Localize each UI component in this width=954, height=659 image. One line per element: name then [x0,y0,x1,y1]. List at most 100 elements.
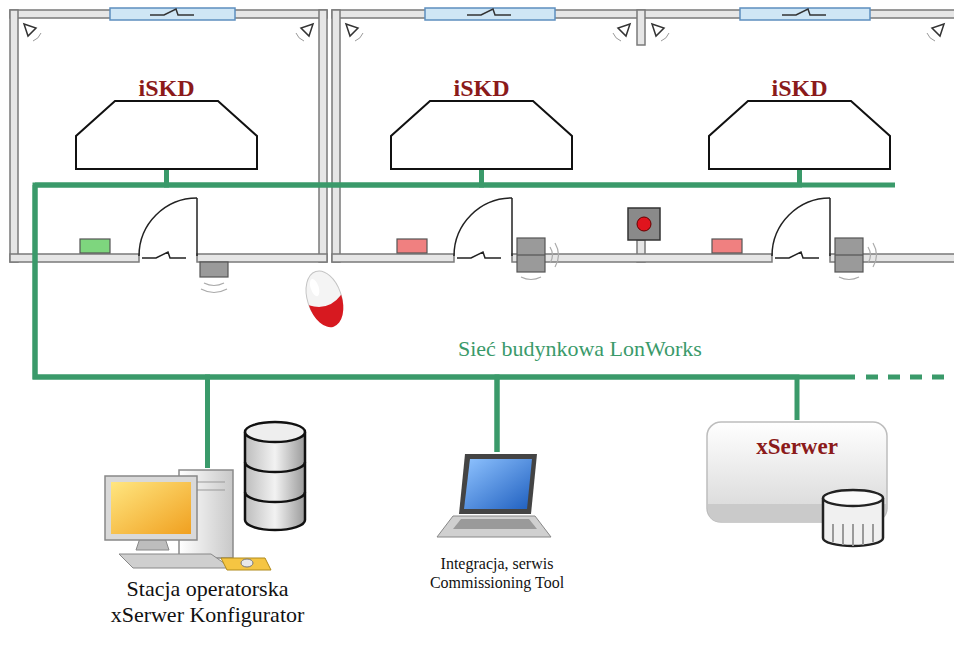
alarm-button [628,208,660,240]
motion-sensor [24,24,944,41]
door-lock [201,289,227,293]
database-icon [245,492,305,502]
laptop-node: Integracja, serwis Commissioning Tool [417,452,577,592]
controller-node: iSKD [390,76,573,170]
motion-sensor [24,24,36,36]
window [782,9,826,15]
laptop-icon [437,516,551,537]
door [775,252,819,258]
controller-outline [391,101,572,169]
siren [300,266,350,332]
device-caption: Stacja operatorska xSerwer Konfigurator [95,576,320,627]
controller-outline [75,100,258,170]
card-reader [397,239,427,253]
server-box [862,524,864,545]
laptop-icon [464,459,532,509]
motion-sensor [927,33,935,41]
network-bus [866,375,954,380]
window [425,8,555,20]
window [740,8,870,20]
siren [309,295,350,332]
network-label: Sieć budynkowa LonWorks [458,336,702,362]
door-lock [555,243,559,267]
network-link [35,170,208,468]
door [511,198,513,256]
network-bus [35,185,855,377]
door-lock [200,238,877,293]
motion-sensor [24,24,41,41]
door-lock [873,243,877,267]
motion-sensor [355,33,363,41]
door-lock [200,262,228,277]
device-name: xSerwer [705,420,889,460]
database-icon [245,462,305,472]
door-lock [839,277,859,280]
laptop-icon [453,519,537,529]
motion-sensor [932,24,944,36]
database-icon [245,422,305,530]
server-box [833,524,873,546]
server-box [872,524,874,542]
laptop-icon [459,454,537,514]
device-name: iSKD [453,76,509,100]
door-lock [835,254,863,255]
controller-node: iSKD [708,76,891,170]
controller-outline [76,101,257,169]
network-bus [35,185,954,377]
wall [10,254,139,262]
wall [10,10,18,262]
wall [197,254,327,262]
workstation-icon [119,554,231,568]
door [139,198,197,256]
database-icon [245,432,305,530]
wall [319,10,327,262]
door [457,252,501,258]
controller-outline [708,100,891,170]
motion-sensor [652,24,664,36]
motion-sensor [613,24,630,41]
alarm-button [628,208,660,240]
motion-sensor [301,24,313,36]
motion-sensor [33,33,41,41]
workstation-icon [95,468,320,576]
controller-outline [390,100,573,170]
workstation-icon [241,559,253,567]
motion-sensor [618,24,630,36]
motion-sensor [296,24,313,41]
window [110,8,870,20]
door-lock [521,277,541,280]
door [142,252,186,258]
wall [332,254,454,262]
window [150,9,194,15]
controller-node: iSKD [75,76,258,170]
card-reader [80,239,742,253]
card-reader [80,239,110,253]
network-link [208,377,498,468]
device-caption: Integracja, serwis Commissioning Tool [417,554,577,592]
door [139,198,830,258]
network-link [167,170,482,185]
laptop-icon [417,452,577,540]
workstation-node: Stacja operatorska xSerwer Konfigurator [95,468,320,627]
controller-outline [390,100,573,170]
wall [637,10,645,45]
server-box [852,524,854,546]
wall [332,10,340,262]
controller-outline [75,100,258,170]
door-lock [517,254,545,255]
door-lock [550,247,553,263]
door [196,198,198,256]
card-reader [712,239,742,253]
door-lock [204,283,224,286]
device-name: iSKD [138,76,194,100]
workstation-icon [221,558,271,570]
door-lock [868,247,871,263]
window [467,9,511,15]
door-lock [517,238,545,272]
motion-sensor [652,24,669,41]
workstation-icon [111,482,191,534]
motion-sensor [661,33,669,41]
server-box [832,524,834,542]
motion-sensor [346,24,358,36]
